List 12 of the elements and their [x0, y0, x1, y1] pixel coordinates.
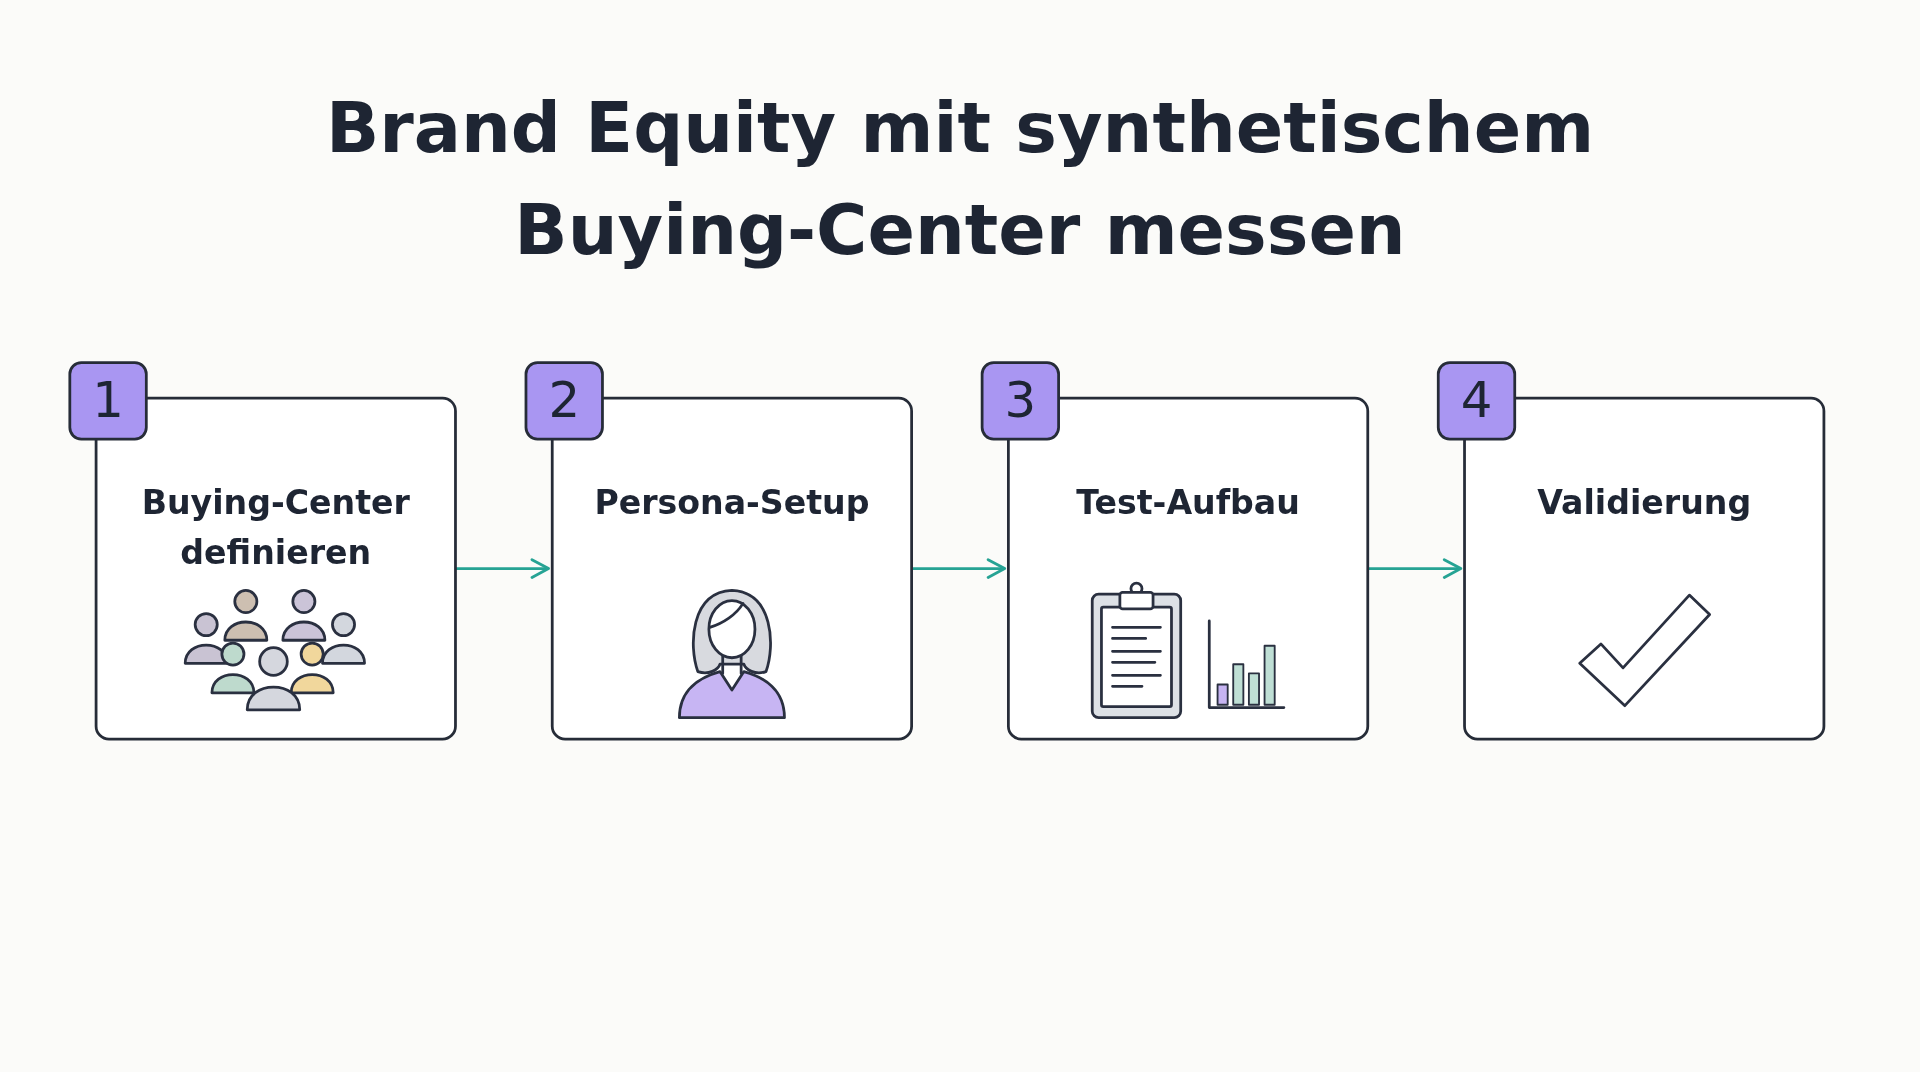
- step-number-badge: 1: [68, 361, 148, 441]
- step-title: Validierung: [1537, 483, 1752, 522]
- arrow: [455, 558, 550, 579]
- step-title: Test-Aufbau: [1076, 483, 1300, 522]
- step-number-badge: 4: [1436, 361, 1517, 441]
- step-number-badge: 2: [524, 361, 604, 441]
- step-title: Persona-Setup: [594, 483, 870, 522]
- arrow: [1367, 558, 1463, 579]
- step-title: Buying-Center definieren: [141, 483, 410, 572]
- step-number-badge: 3: [980, 361, 1060, 441]
- diagram-title: Brand Equity mit synthetischem Buying-Center messen: [324, 86, 1596, 273]
- arrow: [911, 558, 1007, 579]
